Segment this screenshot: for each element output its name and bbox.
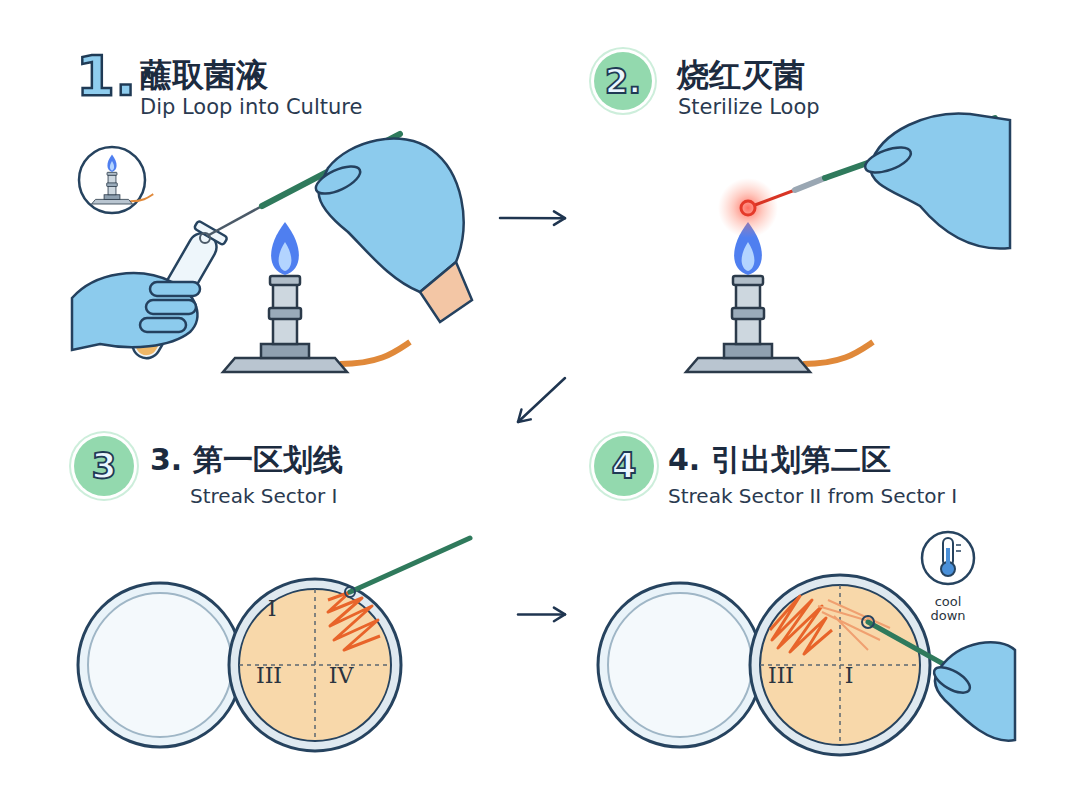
inoculating-loop (350, 538, 470, 592)
step-panel: 1.蘸取菌液Dip Loop into Culture (60, 40, 500, 385)
arrow-head (554, 608, 565, 622)
arrow-line (500, 217, 565, 220)
step-number: 1. (76, 48, 136, 104)
left-hand (72, 273, 200, 350)
arrow-line (518, 613, 565, 616)
bunsen-burner (686, 222, 873, 372)
flow-arrow (518, 608, 565, 622)
arrow-head (518, 409, 531, 422)
step-heading: 烧红灭菌 (677, 54, 805, 98)
petri-lid (598, 583, 762, 747)
right-hand (930, 642, 1015, 740)
right-hand (312, 139, 472, 322)
petri-plate (229, 579, 401, 751)
flow-arrow (518, 378, 565, 422)
step-number-circle: 3 (74, 436, 134, 496)
step-number: 2. (605, 64, 642, 98)
heat-glow (718, 178, 778, 238)
step-subheading: Streak Sector I (190, 484, 337, 508)
step-heading: 4. 引出划第二区 (668, 440, 891, 481)
sector-label: I (268, 596, 277, 621)
step-number-circle: 4 (594, 436, 654, 496)
right-hand (862, 113, 1010, 248)
thermometer-icon (922, 532, 974, 584)
flow-arrow (500, 211, 565, 225)
loop-tip (345, 587, 355, 597)
petri-plate (750, 575, 930, 755)
icon-caption: cool down (926, 595, 970, 624)
petri-lid (78, 583, 242, 747)
step-subheading: Sterilize Loop (678, 95, 820, 119)
sector-label: III (256, 663, 282, 688)
step-number-circle: 2. (594, 52, 652, 110)
sector-label: I (845, 663, 854, 688)
step-number: 3 (91, 448, 116, 484)
burner-icon (79, 147, 153, 213)
step-panel: 2. 烧红灭菌Sterilize Loop (565, 40, 1045, 378)
step-number: 4 (611, 448, 636, 484)
step-panel: 3 3. 第一区划线 Streak Sector I (60, 422, 518, 792)
step-heading: 3. 第一区划线 (150, 440, 343, 481)
step-panel: 4 4. 引出划第二区 Streak Sector II from Sector I (565, 422, 1055, 792)
sector-label: IV (329, 663, 354, 688)
step-heading: 蘸取菌液 (140, 54, 268, 98)
step-subheading: Streak Sector II from Sector I (668, 484, 957, 508)
arrow-head (554, 211, 565, 225)
arrow-line (518, 378, 565, 422)
sector-label: III (768, 663, 794, 688)
step-subheading: Dip Loop into Culture (140, 95, 362, 119)
